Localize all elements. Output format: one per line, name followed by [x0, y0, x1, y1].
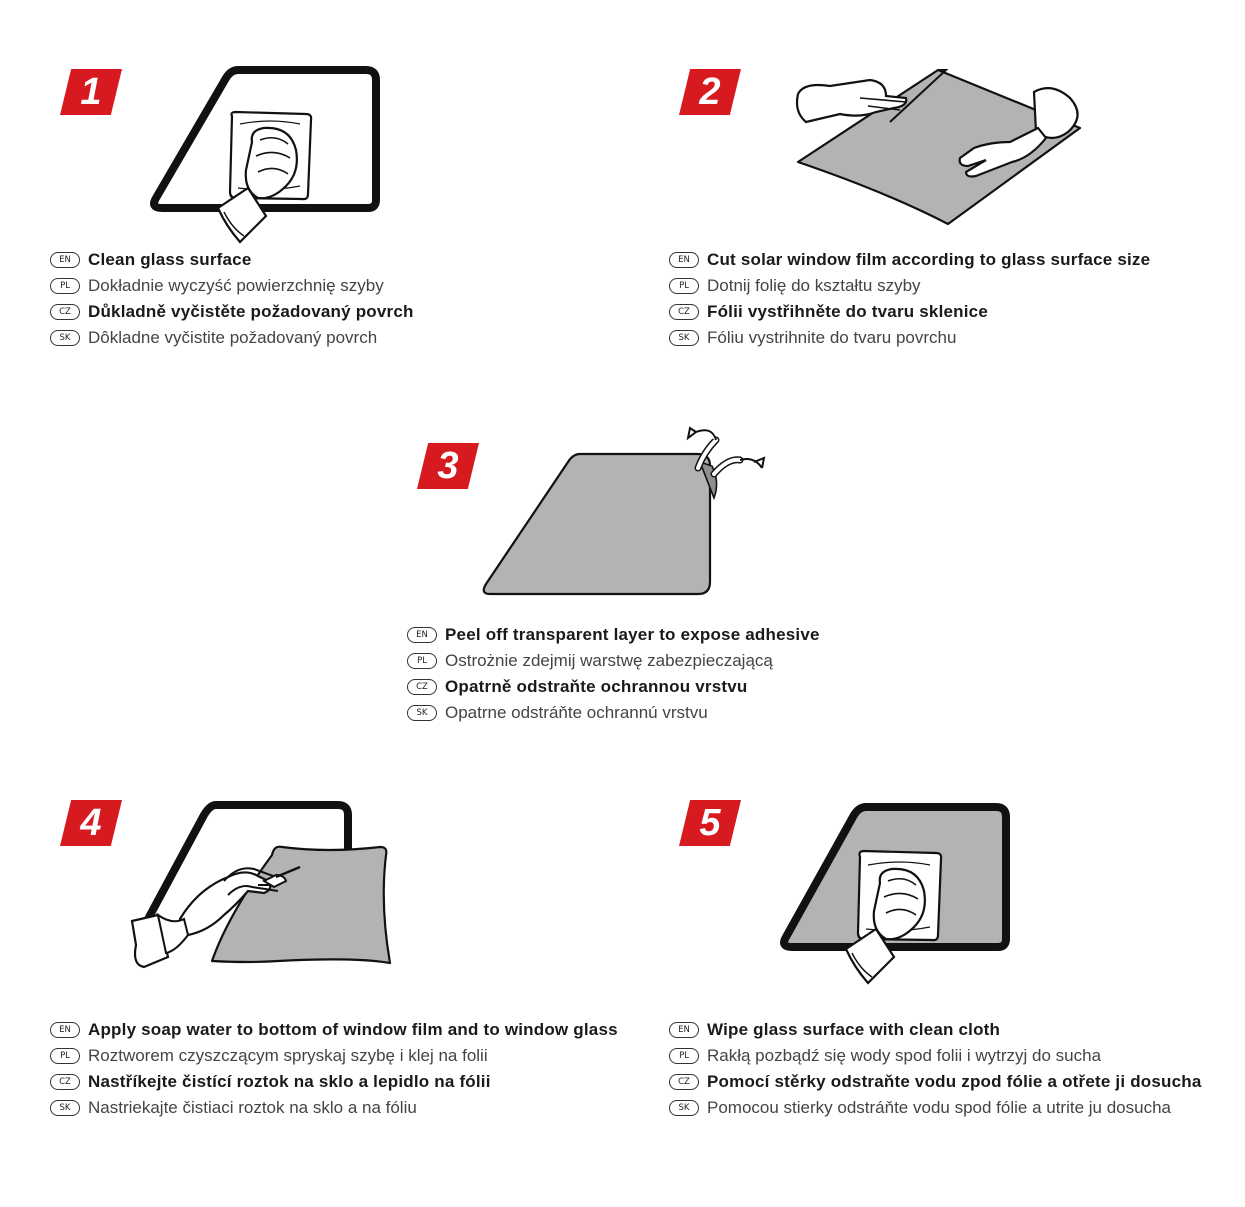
- language-badge: EN: [669, 252, 699, 268]
- instruction-line-sk: SK Opatrne odstráňte ochrannú vrstvu: [407, 700, 820, 726]
- instruction-text: Nastříkejte čistící roztok na sklo a lep…: [88, 1072, 491, 1091]
- language-badge: SK: [407, 705, 437, 721]
- instruction-line-cz: CZ Nastříkejte čistící roztok na sklo a l…: [50, 1069, 618, 1095]
- instruction-line-sk: SK Dôkladne vyčistite požadovaný povrch: [50, 325, 414, 351]
- instruction-line-cz: CZ Pomocí stěrky odstraňte vodu zpod fóli…: [669, 1069, 1202, 1095]
- language-badge: SK: [669, 1100, 699, 1116]
- step-number-badge: 3: [417, 443, 479, 489]
- language-badge: PL: [50, 1048, 80, 1064]
- spray-bottle-icon: [130, 801, 392, 969]
- instruction-line-pl: PL Dokładnie wyczyść powierzchnię szyby: [50, 273, 414, 299]
- language-badge: EN: [50, 252, 80, 268]
- peel-layer-icon: [482, 426, 766, 596]
- instruction-text: Clean glass surface: [88, 250, 252, 269]
- instruction-text: Fóliu vystrihnite do tvaru povrchu: [707, 328, 957, 347]
- instruction-line-en: EN Peel off transparent layer to expose a…: [407, 622, 820, 648]
- language-badge: PL: [669, 1048, 699, 1064]
- step-number-badge: 2: [679, 69, 741, 115]
- instruction-line-en: EN Cut solar window film according to gla…: [669, 247, 1150, 273]
- language-badge: CZ: [669, 1074, 699, 1090]
- instruction-text: Ostrożnie zdejmij warstwę zabezpieczając…: [445, 651, 773, 670]
- instruction-text: Apply soap water to bottom of window fil…: [88, 1020, 618, 1039]
- instruction-line-pl: PL Rakłą pozbądź się wody spod folii i wy…: [669, 1043, 1202, 1069]
- language-badge: SK: [50, 330, 80, 346]
- language-badge: SK: [669, 330, 699, 346]
- instruction-text: Roztworem czyszczącym spryskaj szybę i k…: [88, 1046, 488, 1065]
- language-badge: SK: [50, 1100, 80, 1116]
- instruction-line-sk: SK Nastriekajte čistiaci roztok na sklo a…: [50, 1095, 618, 1121]
- language-badge: EN: [50, 1022, 80, 1038]
- instruction-line-en: EN Clean glass surface: [50, 247, 414, 273]
- instruction-line-en: EN Wipe glass surface with clean cloth: [669, 1017, 1202, 1043]
- instruction-text: Opatrne odstráňte ochrannú vrstvu: [445, 703, 708, 722]
- instruction-text: Pomocou stierky odstráňte vodu spod fóli…: [707, 1098, 1171, 1117]
- instruction-line-en: EN Apply soap water to bottom of window f…: [50, 1017, 618, 1043]
- instruction-text: Nastriekajte čistiaci roztok na sklo a n…: [88, 1098, 417, 1117]
- hand-wiping-film-icon: [780, 803, 1010, 985]
- instruction-line-cz: CZ Důkladně vyčistěte požadovaný povrch: [50, 299, 414, 325]
- instruction-text: Důkladně vyčistěte požadovaný povrch: [88, 302, 414, 321]
- instruction-text: Pomocí stěrky odstraňte vodu zpod fólie …: [707, 1072, 1202, 1091]
- instruction-text: Fólii vystřihněte do tvaru sklenice: [707, 302, 988, 321]
- instruction-text: Peel off transparent layer to expose adh…: [445, 625, 820, 644]
- instruction-line-cz: CZ Fólii vystřihněte do tvaru sklenice: [669, 299, 1150, 325]
- instruction-text: Dokładnie wyczyść powierzchnię szyby: [88, 276, 384, 295]
- instruction-line-pl: PL Dotnij folię do kształtu szyby: [669, 273, 1150, 299]
- instruction-text: Dôkladne vyčistite požadovaný povrch: [88, 328, 378, 347]
- instruction-text: Cut solar window film according to glass…: [707, 250, 1151, 269]
- language-badge: PL: [669, 278, 699, 294]
- language-badge: PL: [407, 653, 437, 669]
- step-number-badge: 4: [60, 800, 122, 846]
- instruction-line-pl: PL Roztworem czyszczącym spryskaj szybę i…: [50, 1043, 618, 1069]
- instruction-text: Wipe glass surface with clean cloth: [707, 1020, 1001, 1039]
- hand-cleaning-glass-icon: [150, 66, 380, 244]
- instruction-line-sk: SK Pomocou stierky odstráňte vodu spod fó…: [669, 1095, 1202, 1121]
- language-badge: CZ: [407, 679, 437, 695]
- step-number-badge: 5: [679, 800, 741, 846]
- language-badge: EN: [669, 1022, 699, 1038]
- instruction-line-sk: SK Fóliu vystrihnite do tvaru povrchu: [669, 325, 1150, 351]
- instruction-line-pl: PL Ostrożnie zdejmij warstwę zabezpieczaj…: [407, 648, 820, 674]
- step-number-badge: 1: [60, 69, 122, 115]
- language-badge: CZ: [50, 1074, 80, 1090]
- language-badge: CZ: [669, 304, 699, 320]
- language-badge: EN: [407, 627, 437, 643]
- hands-cutting-film-icon: [795, 68, 1082, 226]
- instruction-text: Dotnij folię do kształtu szyby: [707, 276, 921, 295]
- instruction-text: Rakłą pozbądź się wody spod folii i wytr…: [707, 1046, 1102, 1065]
- instruction-text: Opatrně odstraňte ochrannou vrstvu: [445, 677, 748, 696]
- language-badge: CZ: [50, 304, 80, 320]
- instruction-line-cz: CZ Opatrně odstraňte ochrannou vrstvu: [407, 674, 820, 700]
- language-badge: PL: [50, 278, 80, 294]
